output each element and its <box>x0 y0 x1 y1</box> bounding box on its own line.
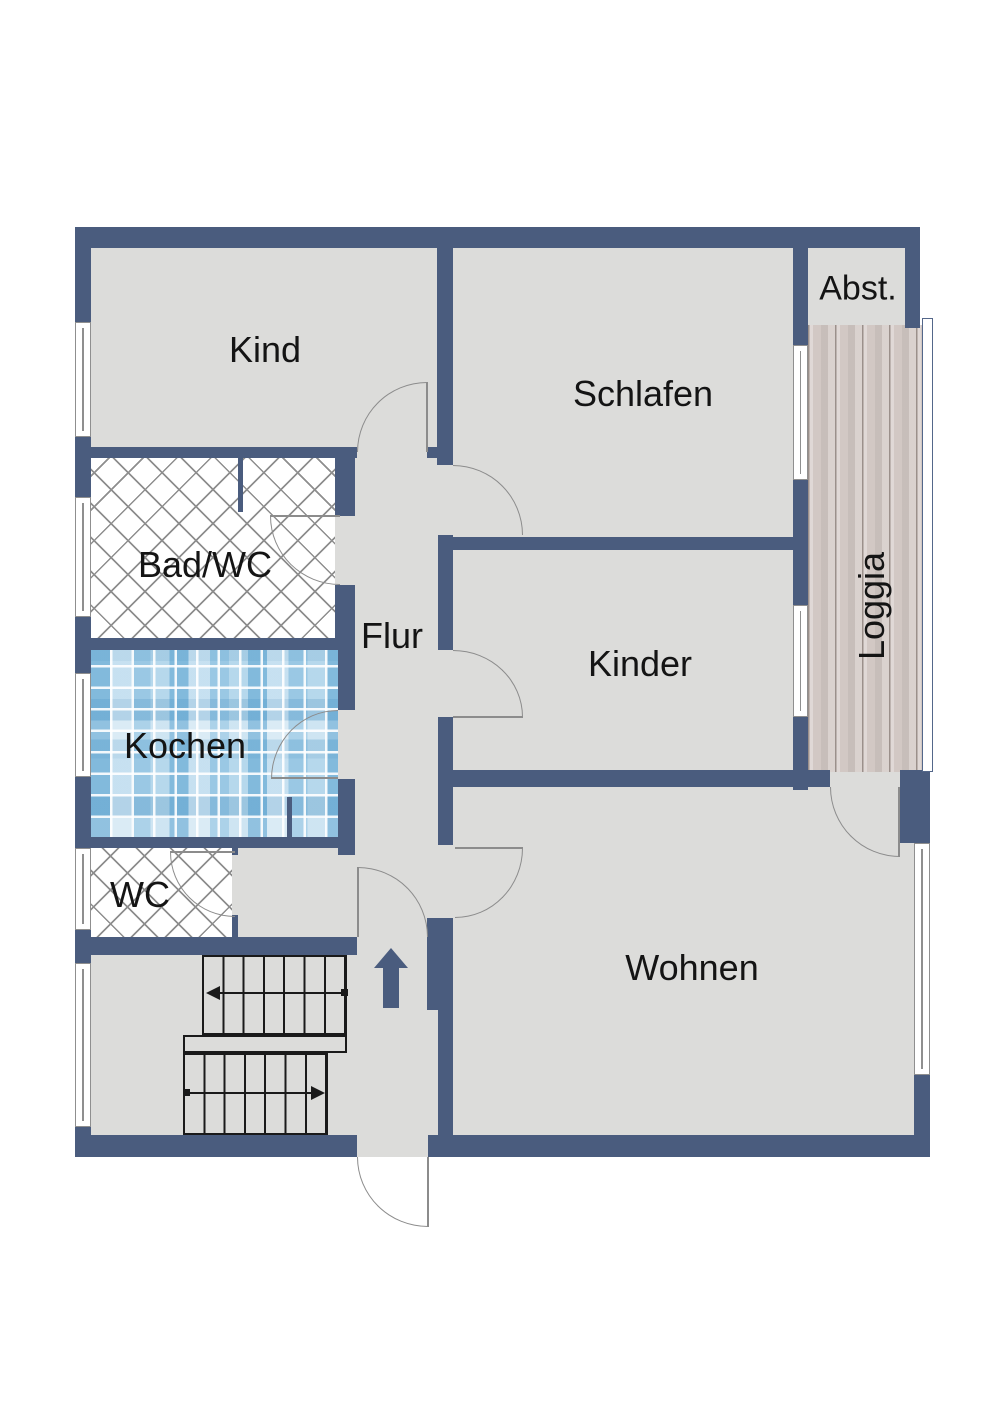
room-label-schlafen: Schlafen <box>572 373 714 414</box>
door-arc-entrance <box>357 1157 428 1227</box>
entrance-threshold <box>357 1135 428 1157</box>
wall-corner-wohnen-loggia <box>900 770 930 843</box>
wall-kinder-wohnen <box>438 770 830 787</box>
wall-schlafen-kinder <box>448 537 793 550</box>
stair-upper-flight <box>202 955 347 1035</box>
room-label-kochen: Kochen <box>123 725 247 766</box>
door-leaf-entrance <box>427 1157 429 1227</box>
room-label-wc: WC <box>110 874 170 915</box>
wall-kochen-bottom <box>75 837 340 848</box>
wall-abst-right <box>905 228 920 328</box>
room-label-loggia: Loggia <box>851 551 892 661</box>
window-wc-left <box>75 848 91 930</box>
wall-flur-right-lower-block <box>427 918 453 1010</box>
window-stairhall-left <box>75 963 91 1127</box>
room-label-wohnen: Wohnen <box>625 947 759 988</box>
room-label-flur: Flur <box>361 615 423 656</box>
door-leaf-wohnen <box>455 847 523 849</box>
window-schlafen-loggia <box>793 345 808 480</box>
wall-flur-right-upper <box>437 247 453 465</box>
wall-wc-right-upper <box>232 848 238 855</box>
stair-lower-run-line <box>186 1092 318 1094</box>
stair-lower-run-start-dot <box>183 1089 190 1096</box>
window-kind-left <box>75 322 91 437</box>
stair-upper-run-line <box>213 992 345 994</box>
door-leaf-kind <box>426 382 428 452</box>
wall-outer-top <box>75 227 920 248</box>
door-leaf-wc <box>170 851 235 853</box>
room-label-kind: Kind <box>228 329 302 370</box>
room-label-abst: Abst. <box>819 269 897 308</box>
room-label-kinder: Kinder <box>587 643 693 684</box>
entrance-up-arrow-stem <box>383 968 399 1008</box>
stair-upper-arrow-left-icon <box>206 986 220 1000</box>
wall-bad-inner-stub <box>238 458 243 512</box>
door-leaf-kinder <box>453 716 523 718</box>
window-kinder-loggia <box>793 605 808 717</box>
wall-kind-bottom-stub <box>427 447 438 458</box>
wall-kochen-right-lower <box>338 779 355 855</box>
door-leaf-kochen <box>271 777 338 779</box>
wall-wohnen-left-lower <box>438 1010 453 1135</box>
door-leaf-flur-stairhall <box>357 867 359 937</box>
window-wohnen-right <box>914 843 930 1075</box>
stair-lower-arrow-right-icon <box>311 1086 325 1100</box>
stair-landing <box>183 1035 347 1053</box>
door-leaf-bad-wc <box>270 515 340 517</box>
room-floor-kochen <box>91 650 338 837</box>
wall-wc-bottom <box>75 937 357 955</box>
room-label-bad-wc: Bad/WC <box>137 544 273 585</box>
window-bad-left <box>75 497 91 617</box>
stair-upper-run-start-dot <box>341 989 348 996</box>
wall-outer-bottom-right <box>428 1135 920 1157</box>
stair-lower-flight <box>183 1053 328 1135</box>
door-leaf-loggia <box>898 787 900 857</box>
wall-wc-right-lower <box>232 915 238 937</box>
wall-kind-bottom-left <box>75 447 357 458</box>
loggia-railing <box>922 318 933 772</box>
room-floor-loggia <box>808 325 922 772</box>
wall-outer-bottom-left <box>75 1135 357 1157</box>
entrance-up-arrow-icon <box>374 948 408 968</box>
window-kochen-left <box>75 673 91 777</box>
wall-bad-right-upper <box>335 458 355 516</box>
wall-kochen-right-upper <box>338 650 355 710</box>
wall-bad-kochen <box>75 638 355 650</box>
wall-bad-right-lower <box>335 585 355 640</box>
wall-flur-right-mid1 <box>438 535 453 650</box>
wall-kochen-inner-stub <box>287 797 292 837</box>
